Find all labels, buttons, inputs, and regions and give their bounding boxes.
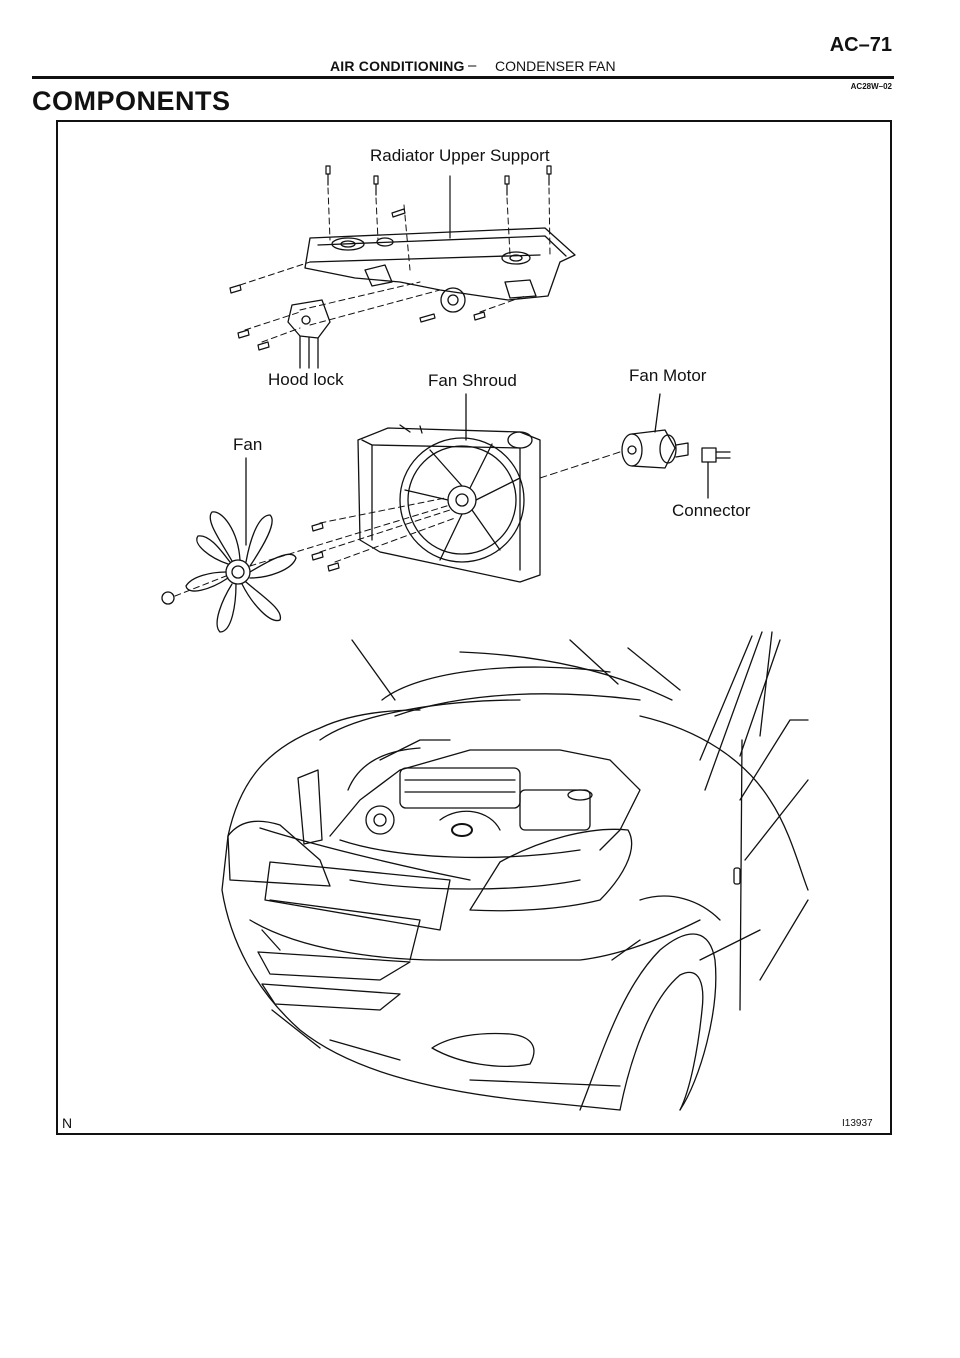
support-bolts	[325, 165, 552, 196]
document-code: AC28W–02	[850, 82, 892, 91]
subsection-title: CONDENSER FAN	[495, 58, 616, 74]
page-number: AC–71	[829, 34, 892, 56]
figure-id: I13937	[842, 1118, 873, 1129]
side-bolts	[229, 208, 486, 351]
label-connector: Connector	[672, 501, 751, 520]
fan-drawing	[161, 457, 297, 633]
header-rule	[32, 76, 894, 79]
connector-drawing	[701, 447, 731, 499]
label-radiator-upper-support: Radiator Upper Support	[370, 146, 550, 165]
vehicle-drawing	[221, 631, 809, 1111]
figure-corner-mark: N	[62, 1115, 73, 1131]
figure-frame	[56, 120, 892, 1135]
fan-shroud-drawing	[357, 393, 541, 583]
section-title: AIR CONDITIONING	[330, 58, 465, 74]
label-fan: Fan	[233, 435, 263, 454]
page-title: COMPONENTS	[32, 86, 231, 116]
label-fan-shroud: Fan Shroud	[428, 371, 517, 390]
header-separator: –	[468, 57, 477, 74]
bolt-guide-lines	[239, 187, 551, 343]
fan-guide-lines	[174, 497, 456, 597]
radiator-upper-support-drawing	[304, 175, 576, 313]
label-fan-motor: Fan Motor	[629, 366, 707, 385]
fan-motor-drawing	[621, 393, 689, 469]
motor-guide-line	[539, 451, 621, 479]
hood-lock-drawing	[287, 299, 331, 369]
shroud-bolts	[311, 522, 340, 572]
label-hood-lock: Hood lock	[268, 370, 344, 389]
